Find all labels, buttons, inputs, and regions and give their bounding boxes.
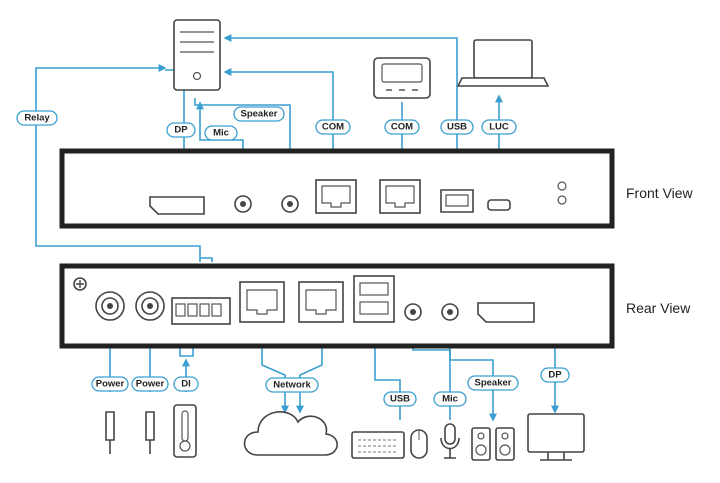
power-jack-1-icon <box>95 291 125 321</box>
network-label: Network <box>265 377 319 393</box>
monitor-icon <box>527 413 585 461</box>
usb-rear-label: USB <box>383 391 417 407</box>
power-2-label: Power <box>131 376 169 392</box>
pc-tower-icon <box>173 19 221 91</box>
svg-text:Mic: Mic <box>213 128 229 139</box>
led-2-icon <box>557 195 567 205</box>
speakers-icon <box>471 427 515 461</box>
laptop-icon <box>456 39 550 87</box>
relay-wire <box>35 64 201 262</box>
power-jack-2-icon <box>135 291 165 321</box>
power-1-label: Power <box>91 376 129 392</box>
svg-text:LUC: LUC <box>489 122 509 133</box>
mouse-icon <box>410 429 428 459</box>
svg-text:COM: COM <box>322 122 344 133</box>
com-pc-wire <box>223 68 334 180</box>
led-1-icon <box>557 181 567 191</box>
front-view-label: Front View <box>626 185 693 201</box>
connection-labels: Relay DP Mic Speaker COM COM USB LUC <box>16 106 570 407</box>
svg-text:DP: DP <box>548 370 562 381</box>
dp-rear-label: DP <box>540 367 570 383</box>
svg-text:Speaker: Speaker <box>475 378 512 389</box>
connection-wires <box>35 34 559 422</box>
com-port-2-icon <box>379 179 421 214</box>
usb-a-ports-icon <box>353 275 395 323</box>
serial-device-icon <box>373 57 431 99</box>
usb-front-label: USB <box>440 119 474 135</box>
luc-label: LUC <box>481 119 517 135</box>
thermometer-icon <box>173 404 197 458</box>
svg-text:USB: USB <box>447 122 467 133</box>
dp-port-rear-icon <box>477 302 535 323</box>
lan-port-1-icon <box>239 281 285 323</box>
power-plug-1-icon <box>105 411 115 454</box>
relay-wire-b <box>200 257 213 262</box>
svg-text:Network: Network <box>273 380 311 391</box>
svg-text:Speaker: Speaker <box>241 109 278 120</box>
front-ports <box>149 179 567 215</box>
svg-text:Power: Power <box>136 379 165 390</box>
usb-b-port-icon <box>440 189 474 213</box>
svg-text:COM: COM <box>391 122 413 133</box>
speaker-front-wire <box>194 98 294 190</box>
lan-port-2-icon <box>298 281 344 323</box>
relay-label: Relay <box>16 110 58 126</box>
cloud-icon <box>243 411 338 456</box>
dp-port-icon <box>149 196 205 215</box>
microphone-icon <box>440 423 460 459</box>
rear-ports <box>73 275 535 325</box>
svg-text:Power: Power <box>96 379 125 390</box>
svg-text:Relay: Relay <box>24 113 50 124</box>
power-plug-2-icon <box>145 411 155 454</box>
mic-front-label: Mic <box>204 125 238 141</box>
dp-front-label: DP <box>166 122 196 138</box>
svg-text:Mic: Mic <box>442 394 458 405</box>
svg-text:DI: DI <box>181 379 191 390</box>
luc-port-icon <box>487 199 511 211</box>
di-label: DI <box>173 376 199 392</box>
mic-rear-label: Mic <box>433 391 467 407</box>
speaker-rear-label: Speaker <box>467 375 519 391</box>
com-pc-label: COM <box>315 119 351 135</box>
svg-text:DP: DP <box>174 125 188 136</box>
com-device-label: COM <box>384 119 420 135</box>
keyboard-icon <box>351 431 405 459</box>
ground-icon <box>73 277 87 291</box>
terminal-block-icon <box>171 297 231 325</box>
com-port-icon <box>315 179 357 214</box>
rear-view-label: Rear View <box>626 300 691 316</box>
speaker-front-label: Speaker <box>233 106 285 122</box>
svg-text:USB: USB <box>390 394 410 405</box>
